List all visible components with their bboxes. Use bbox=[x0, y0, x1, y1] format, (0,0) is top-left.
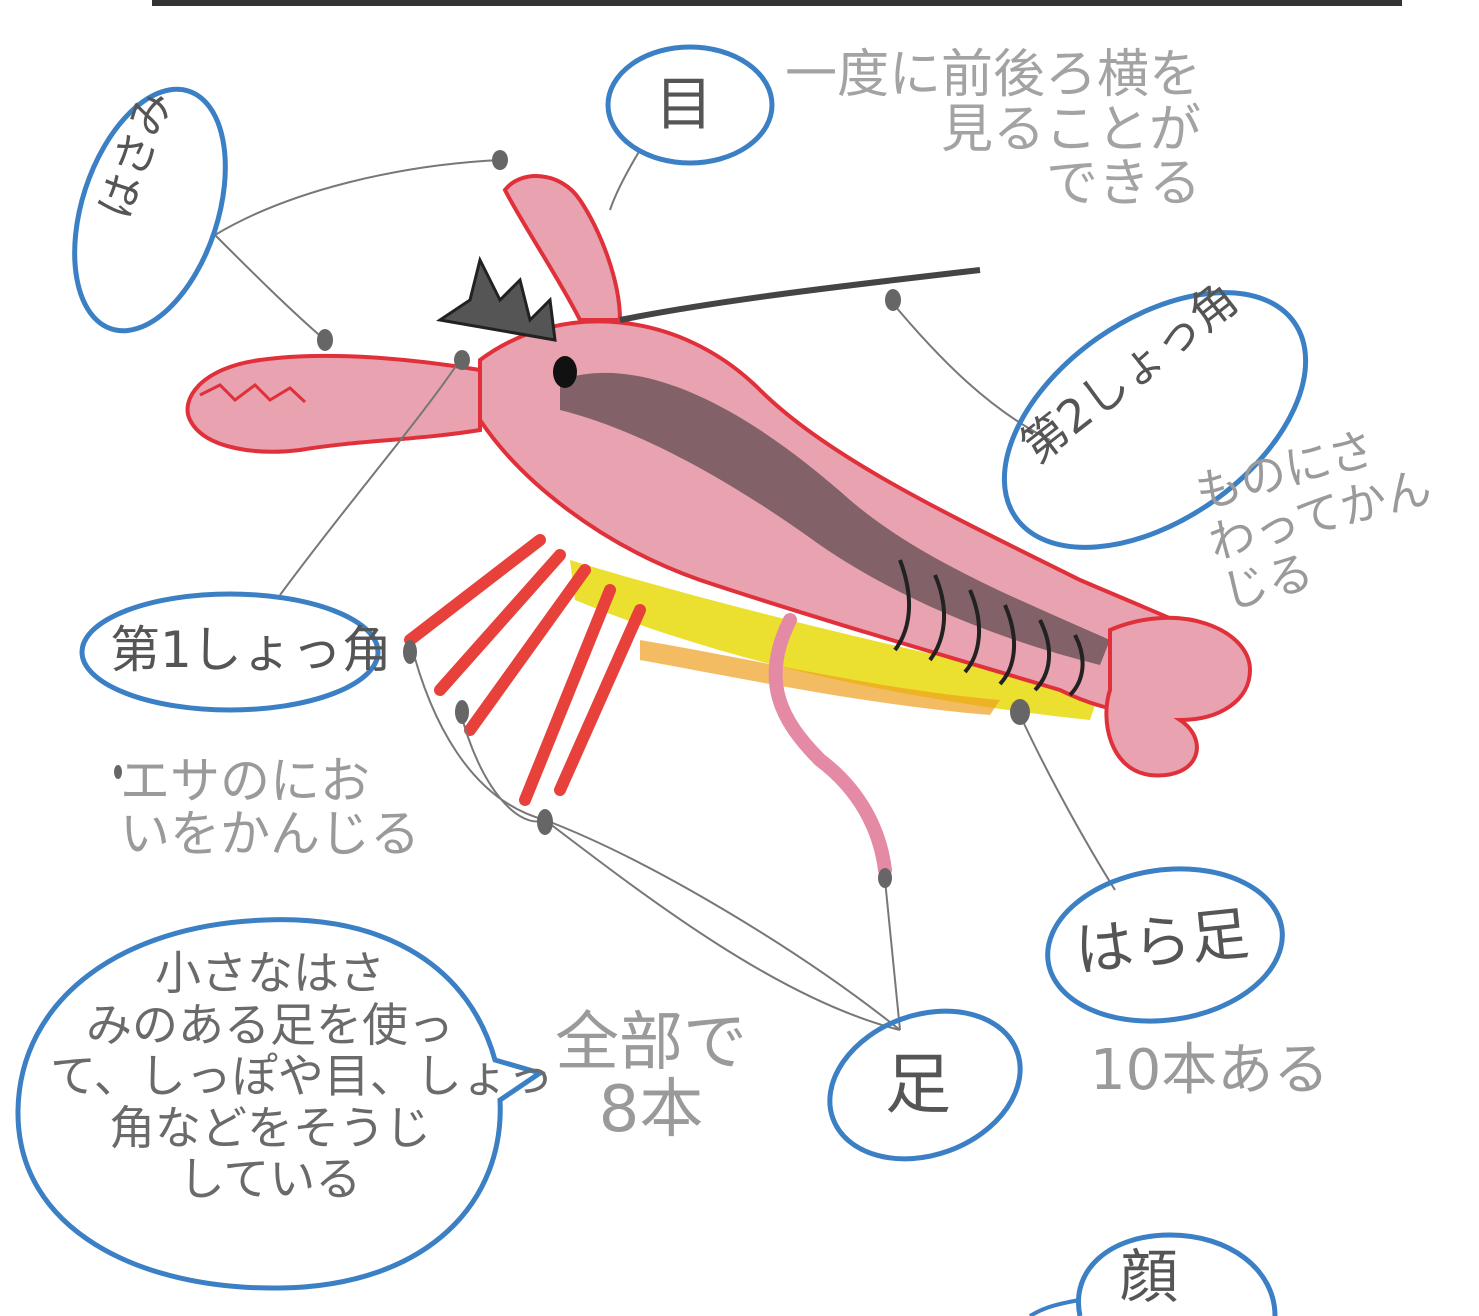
tail-segments bbox=[893, 559, 1085, 697]
note-dai1: エサのにお いをかんじる bbox=[120, 752, 420, 863]
label-kao: 顔 bbox=[1120, 1243, 1179, 1311]
bubble-kao bbox=[1076, 1232, 1278, 1316]
bubble-speech bbox=[15, 917, 546, 1291]
label-dai1: 第1しょっ角 bbox=[110, 621, 392, 679]
underside-yellow bbox=[570, 560, 1100, 720]
head-spikes bbox=[436, 255, 557, 342]
bubble-dai1 bbox=[79, 591, 381, 713]
walking-legs bbox=[404, 534, 646, 806]
speech-text: 小さなはさ みのある足を使っ て、しっぽや目、しょっ 角などをそうじ している bbox=[50, 946, 554, 1207]
bubble-harashi bbox=[1045, 866, 1285, 1024]
pointer-dots bbox=[114, 150, 1030, 888]
bubble-dai2 bbox=[1001, 290, 1309, 550]
bubble-ashi bbox=[827, 1008, 1023, 1162]
second-antenna bbox=[619, 267, 981, 323]
crayfish bbox=[185, 174, 1253, 877]
back-leg bbox=[768, 613, 892, 877]
connector-lines bbox=[214, 149, 1116, 1031]
bubble-hasami bbox=[72, 86, 228, 334]
note-harashi: 10本ある bbox=[1090, 1038, 1330, 1103]
note-me: 一度に前後ろ横を 見ることが できる bbox=[785, 45, 1202, 215]
upper-claw bbox=[502, 174, 623, 322]
claw-teeth bbox=[199, 383, 307, 404]
label-ashi: 足 bbox=[885, 1046, 951, 1123]
eye-dot bbox=[553, 356, 577, 388]
bubble-me bbox=[605, 44, 775, 166]
tail-fan bbox=[1104, 615, 1253, 778]
top-rule-line bbox=[152, 0, 1402, 6]
blue-bubbles bbox=[15, 44, 1309, 1316]
label-me: 目 bbox=[655, 70, 714, 138]
label-zenbu: 全部で 8本 bbox=[555, 1006, 747, 1148]
underside-orange bbox=[640, 640, 1000, 715]
claw bbox=[185, 353, 482, 454]
